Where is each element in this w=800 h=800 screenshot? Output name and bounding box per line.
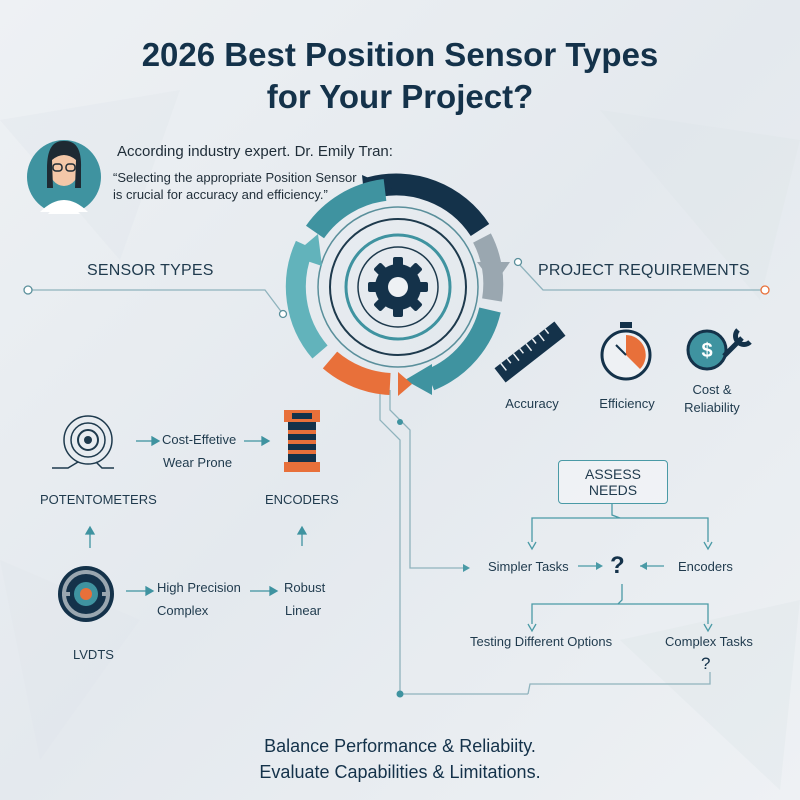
footer-line2: Evaluate Capabilities & Limitations. (259, 762, 541, 782)
potentiometers-label: POTENTOMETERS (40, 492, 157, 507)
connector-endpoints (23, 257, 770, 698)
lvdt-trait-complex: Complex (157, 603, 209, 618)
sensor-flow-arrows (84, 435, 308, 597)
expert-intro: According industry expert. Dr. Emily Tra… (117, 143, 393, 160)
decision-tree-arrowheads (463, 562, 647, 572)
encoder-icon (284, 410, 320, 472)
page-title-line1: 2026 Best Position Sensor Types (141, 36, 659, 73)
svg-text:$: $ (701, 340, 712, 362)
ruler-icon (494, 321, 566, 383)
complex-tasks-label: Complex Tasks (665, 634, 753, 649)
complex-question-mark: ? (701, 654, 711, 673)
accuracy-label: Accuracy (505, 396, 559, 411)
lvdt-trait-robust: Robust (284, 580, 326, 595)
efficiency-label: Efficiency (599, 396, 655, 411)
gear-icon (368, 257, 428, 317)
assess-needs-box: ASSESS NEEDS (558, 460, 668, 504)
expert-quote: “Selecting the appropriate Position Sens… (113, 169, 413, 203)
decision-encoders-label: Encoders (678, 559, 733, 574)
sensor-types-heading: SENSOR TYPES (87, 262, 214, 279)
footer-line1: Balance Performance & Reliabiity. (264, 736, 536, 756)
encoders-label: ENCODERS (265, 492, 339, 507)
page-title-line2: for Your Project? (266, 78, 534, 115)
lvdts-label: LVDTS (73, 647, 114, 662)
expert-quote-line1: “Selecting the appropriate Position Sens… (113, 170, 357, 185)
testing-options-label: Testing Different Options (470, 634, 613, 649)
decision-tree-lines (527, 503, 713, 633)
central-cycle (285, 173, 510, 396)
assess-line2: NEEDS (588, 482, 638, 498)
cost-reliability-label: Cost & Reliability (680, 381, 744, 417)
potentiometer-icon (52, 415, 114, 469)
cost-wrench-icon: $ (686, 328, 752, 371)
simpler-tasks-label: Simpler Tasks (488, 559, 569, 574)
connector-lines (28, 262, 765, 695)
expert-quote-line2: is crucial for accuracy and efficiency.” (113, 187, 328, 202)
decision-question-mark: ? (610, 552, 625, 579)
potentiometer-trait-wear: Wear Prone (163, 455, 233, 470)
assess-line1: ASSESS (584, 466, 642, 482)
lvdt-trait-precision: High Precision (157, 580, 241, 595)
cost-label-line1: Cost & (692, 382, 732, 397)
potentiometer-trait-cost: Cost-Effetive (162, 432, 237, 447)
stopwatch-icon (600, 322, 652, 381)
project-requirements-heading: PROJECT REQUIREMENTS (538, 262, 750, 279)
lvdt-icon (58, 566, 114, 622)
cost-label-line2: Reliability (684, 400, 740, 415)
expert-avatar (27, 140, 101, 214)
lvdt-trait-linear: Linear (285, 603, 322, 618)
